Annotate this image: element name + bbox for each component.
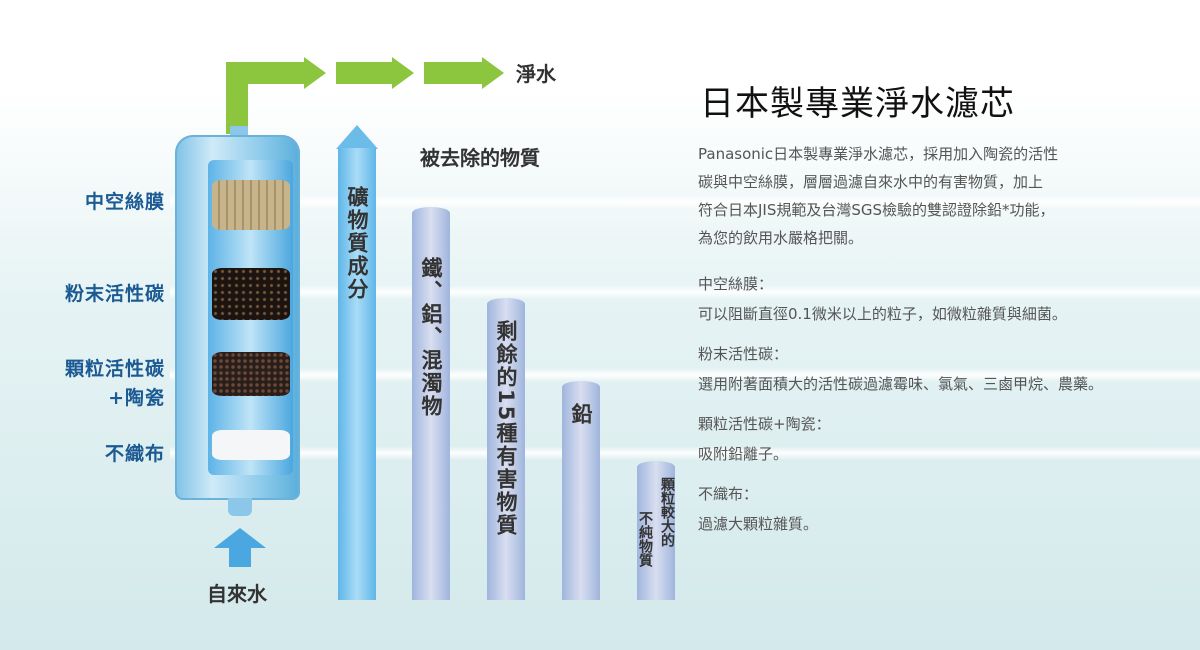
column-15-harmful: 剩餘的15種有害物質 bbox=[487, 298, 525, 600]
intro-text: Panasonic日本製專業淨水濾芯，採用加入陶瓷的活性碳與中空絲膜，層層過濾自… bbox=[698, 145, 1059, 247]
granular-carbon-layer bbox=[212, 352, 290, 396]
layer-label-nonwoven: 不織布 bbox=[104, 443, 165, 465]
mineral-arrow-head bbox=[336, 125, 378, 149]
input-label: 自來水 bbox=[207, 582, 267, 606]
column-iron-aluminum: 鐵、鋁、混濁物 bbox=[412, 207, 450, 600]
layer-label-hollow-fiber: 中空絲膜 bbox=[84, 191, 165, 213]
hollow-fiber-layer bbox=[212, 180, 290, 230]
section-hollow-fiber: 中空絲膜：可以阻斷直徑0.1微米以上的粒子，如微粒雜質與細菌。 bbox=[698, 275, 1067, 323]
column-lead: 鉛 bbox=[562, 381, 600, 600]
page-title: 日本製專業淨水濾芯 bbox=[700, 84, 1015, 124]
nonwoven-layer bbox=[212, 430, 290, 460]
layer-label-powder-carbon: 粉末活性碳 bbox=[64, 283, 165, 305]
section-nonwoven: 不織布：過濾大顆粒雜質。 bbox=[698, 485, 819, 533]
column-minerals: 礦物質成分 bbox=[338, 148, 376, 600]
light-band bbox=[170, 446, 1200, 460]
removed-heading: 被去除的物質 bbox=[420, 146, 540, 170]
section-granular-carbon: 顆粒活性碳+陶瓷：吸附鉛離子。 bbox=[698, 415, 831, 463]
powder-carbon-layer bbox=[212, 268, 290, 320]
column-large-particles: 不純物質 顆粒較大的 bbox=[637, 461, 675, 600]
light-band bbox=[170, 195, 1200, 209]
layer-label-granular-carbon: 顆粒活性碳 bbox=[64, 358, 165, 380]
section-powder-carbon: 粉末活性碳：選用附著面積大的活性碳過濾霉味、氯氣、三鹵甲烷、農藥。 bbox=[698, 345, 1104, 393]
output-label: 淨水 bbox=[516, 62, 556, 86]
layer-label-ceramic: +陶瓷 bbox=[108, 387, 165, 409]
